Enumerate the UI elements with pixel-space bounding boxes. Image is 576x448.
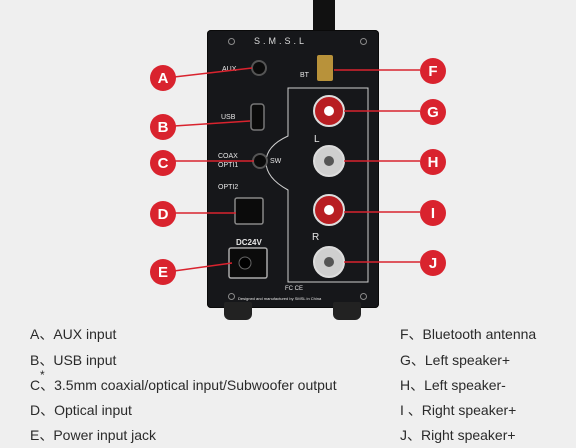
- coax-jack: [252, 153, 268, 169]
- right-channel-label: R: [312, 232, 320, 243]
- opti2-label: OPTI2: [218, 184, 239, 191]
- opti1-label: OPTI1: [218, 162, 239, 169]
- callout-b: B: [150, 114, 176, 140]
- antenna-connector: [317, 55, 333, 81]
- callout-a: A: [150, 65, 176, 91]
- brand-text: S.M.S.L: [254, 36, 308, 46]
- dc-jack-hole: [238, 256, 252, 270]
- screw: [360, 293, 367, 300]
- terminal-center: [324, 156, 334, 166]
- dc-label: DC24V: [236, 238, 262, 247]
- legend-asterisk: *: [40, 368, 45, 382]
- sw-label: SW: [270, 158, 282, 165]
- terminal-center: [324, 257, 334, 267]
- callout-c: C: [150, 150, 176, 176]
- legend-left-a: A、AUX input: [30, 326, 117, 342]
- leader-line-e: [173, 262, 233, 272]
- optical-port: [234, 197, 264, 225]
- callout-e: E: [150, 259, 176, 285]
- screw: [360, 38, 367, 45]
- usb-port: [250, 103, 265, 131]
- screw: [228, 293, 235, 300]
- callout-g: G: [420, 99, 446, 125]
- legend-left-d: D、Optical input: [30, 402, 132, 418]
- panel-graphics: [173, 55, 420, 283]
- legend-right-j: J、Right speaker+: [400, 427, 516, 443]
- aux-label: AUX: [222, 66, 237, 73]
- device-foot-right: [333, 302, 361, 320]
- legend-left-b: B、USB input: [30, 352, 117, 368]
- callout-d: D: [150, 201, 176, 227]
- callout-i: I: [420, 200, 446, 226]
- callout-h: H: [420, 149, 446, 175]
- screw: [228, 38, 235, 45]
- leader-line-a: [173, 67, 253, 78]
- coax-label: COAX: [218, 153, 238, 160]
- leader-line-b: [173, 120, 251, 127]
- legend-right-i: I 、Right speaker+: [400, 402, 517, 418]
- usb-label: USB: [221, 114, 236, 121]
- left-channel-label: L: [314, 134, 320, 145]
- legend-left-c: C、3.5mm coaxial/optical input/Subwoofer …: [30, 377, 337, 393]
- terminal-center: [324, 106, 334, 116]
- aux-jack: [251, 60, 267, 76]
- product-diagram: S.M.S.L AUX USB COAX OPTI1 SW OPTI2 DC24…: [150, 0, 446, 320]
- legend-right-h: H、Left speaker-: [400, 377, 506, 393]
- callout-f: F: [420, 58, 446, 84]
- bt-label: BT: [300, 72, 309, 79]
- cert-marks: FC CE: [285, 286, 303, 292]
- legend-right-f: F、Bluetooth antenna: [400, 326, 537, 342]
- device-foot-left: [224, 302, 252, 320]
- footer-text: Designed and manufactured by SMSL in Chi…: [238, 296, 322, 301]
- legend-right-g: G、Left speaker+: [400, 352, 511, 368]
- terminal-center: [324, 205, 334, 215]
- legend-left-e: E、Power input jack: [30, 427, 157, 443]
- callout-j: J: [420, 250, 446, 276]
